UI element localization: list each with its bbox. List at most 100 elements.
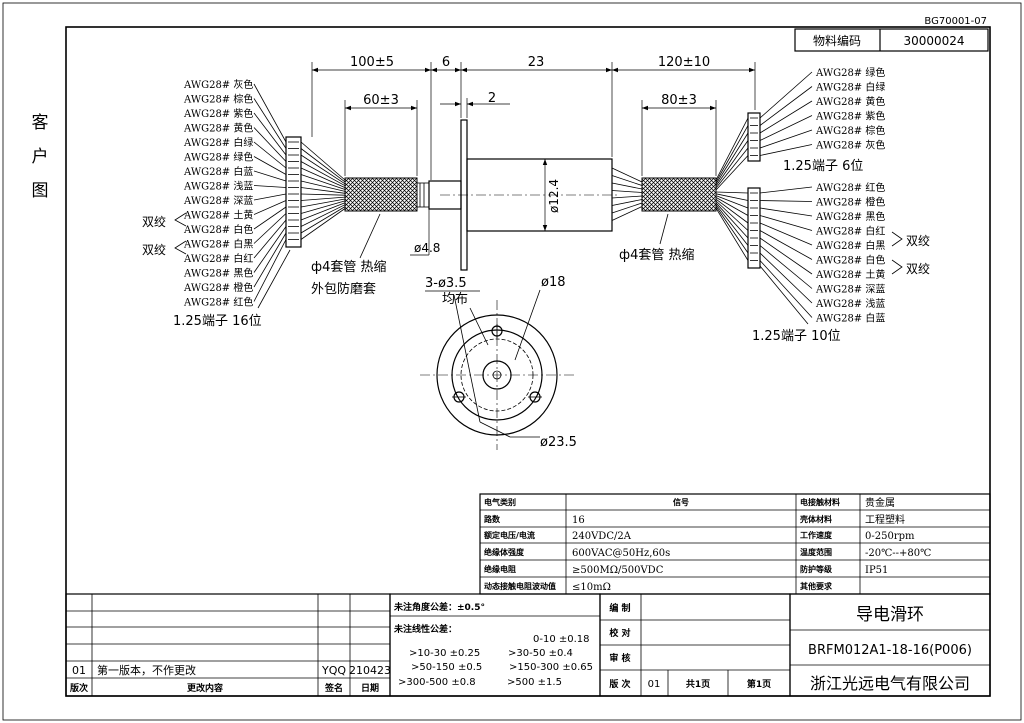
right-wire-label-bottom: AWG28# 土黄 [815, 268, 885, 281]
tolerance-item-4: >50-150 ±0.5 [411, 662, 482, 673]
tolerance-item-7: >500 ±1.5 [507, 677, 562, 688]
right-wire-label-top: AWG28# 紫色 [815, 110, 885, 123]
dim-80: 80±3 [661, 93, 697, 108]
title-block [789, 593, 991, 697]
dim-6: 6 [442, 55, 450, 70]
spec-value-2: -20℃--+80℃ [865, 548, 931, 559]
right-connector-10 [747, 187, 761, 269]
left-sleeve-note-1: ф4套管 热缩 [311, 259, 387, 275]
tolerance-item-1: 0-10 ±0.18 [533, 634, 590, 645]
spec-label-2: 温度范围 [800, 547, 832, 557]
left-wire-label: AWG28# 黄色 [183, 122, 253, 135]
left-wire-label: AWG28# 白绿 [183, 136, 253, 149]
spec-value-2: 工程塑料 [865, 513, 905, 526]
right-wire-fan [715, 71, 813, 318]
right-wire-label-top: AWG28# 棕色 [815, 124, 885, 137]
left-wire-label: AWG28# 棕色 [183, 93, 253, 106]
signoff-make: 编 制 [609, 602, 630, 614]
spec-value: 16 [572, 515, 585, 526]
right-wire-label-bottom: AWG28# 白蓝 [815, 312, 885, 325]
dim-dia-4-8: ø4.8 [414, 241, 440, 255]
spec-label-2: 壳体材料 [799, 514, 832, 524]
signoff-page: 第1页 [747, 678, 771, 690]
spec-table [479, 493, 991, 595]
signoff-review: 审 核 [609, 652, 630, 664]
dim-60: 60±3 [363, 93, 399, 108]
material-code-label: 物料编码 [813, 33, 861, 48]
spec-label: 额定电压/电流 [484, 530, 535, 540]
revision-sign: YQQ [321, 664, 346, 677]
left-wire-label: AWG28# 灰色 [183, 78, 253, 91]
right-wire-label-bottom: AWG28# 红色 [815, 181, 885, 194]
dim-2: 2 [488, 91, 496, 106]
company-name: 浙江光远电气有限公司 [810, 674, 970, 693]
left-twist-2: 双绞 [142, 242, 166, 257]
doc-code: BG70001-07 [924, 16, 987, 27]
right-wire-label-bottom: AWG28# 黑色 [815, 210, 885, 223]
right-connector-10-label: 1.25端子 10位 [752, 329, 841, 344]
signoff-edition: 01 [648, 679, 661, 690]
material-code-box [794, 28, 989, 52]
spec-value: ≤10mΩ [572, 582, 611, 593]
spec-value: 信号 [673, 497, 689, 507]
tolerance-item-6: >300-500 ±0.8 [398, 677, 476, 688]
left-wire-label: AWG28# 黑色 [183, 267, 253, 280]
dim-holes: 3-ø3.5 [425, 276, 467, 291]
tolerance-item-3: >30-50 ±0.4 [508, 648, 573, 659]
right-wire-label-bottom: AWG28# 深蓝 [815, 284, 885, 296]
signoff-total-pages: 共1页 [686, 678, 710, 690]
spec-label-2: 其他要求 [800, 581, 833, 591]
product-name: 导电滑环 [856, 605, 924, 625]
signoff-edition-label: 版 次 [608, 678, 630, 690]
left-tube [416, 182, 430, 208]
left-wire-label: AWG28# 紫色 [183, 107, 253, 120]
right-wire-label-top: AWG28# 灰色 [815, 139, 885, 152]
spec-value-2: 贵金属 [865, 496, 895, 509]
signoff-check: 校 对 [609, 627, 630, 639]
dim-dia-18: ø18 [541, 275, 566, 290]
revision-header-sign: 签名 [324, 682, 343, 694]
spec-label-2: 工作速度 [800, 530, 833, 540]
revision-block [65, 593, 391, 697]
spec-label: 绝缘体强度 [484, 547, 525, 557]
left-wire-label: AWG28# 浅蓝 [183, 180, 253, 193]
left-wire-label: AWG28# 橙色 [183, 281, 253, 294]
spec-label: 电气类别 [484, 497, 516, 507]
dim-dia-12-4: ø12.4 [547, 179, 561, 213]
left-wire-label: AWG28# 绿色 [183, 151, 253, 164]
right-twist-1: 双绞 [906, 233, 930, 248]
dim-23: 23 [528, 55, 545, 70]
product-model: BRFM012A1-18-16(P006) [808, 643, 972, 658]
dim-dia-23-5: ø23.5 [540, 435, 577, 450]
tolerance-angle: 未注角度公差：±0.5° [393, 601, 485, 613]
tolerance-item-2: >10-30 ±0.25 [409, 648, 480, 659]
left-wire-label: AWG28# 白红 [183, 252, 253, 265]
left-sleeve-note-2: 外包防磨套 [311, 281, 376, 297]
spec-label: 路数 [484, 514, 501, 524]
left-connector-label: 1.25端子 16位 [173, 314, 262, 329]
side-label-2: 户 [32, 147, 49, 167]
right-wire-label-top: AWG28# 白绿 [815, 81, 885, 94]
right-connector-6-label: 1.25端子 6位 [783, 159, 863, 174]
revision-header-no: 版次 [69, 682, 88, 694]
right-wire-label-top: AWG28# 绿色 [815, 66, 885, 79]
spec-label: 动态接触电阻波动值 [484, 581, 556, 591]
right-wire-label-top: AWG28# 黄色 [815, 95, 885, 108]
right-twist-2: 双绞 [906, 261, 930, 276]
left-wire-label: AWG28# 白黑 [183, 238, 253, 251]
dimension-arrows [312, 67, 755, 231]
spec-label-2: 电接触材料 [800, 497, 840, 507]
right-connector-6 [747, 112, 761, 162]
tolerance-linear-title: 未注线性公差： [393, 623, 457, 635]
right-wire-label-bottom: AWG28# 白色 [815, 254, 885, 267]
revision-no: 01 [72, 664, 86, 677]
spec-label: 绝缘电阻 [484, 564, 516, 574]
dim-holes-note: 均布 [442, 292, 468, 307]
left-wire-label: AWG28# 土黄 [183, 209, 253, 222]
left-wire-fan [253, 83, 287, 302]
